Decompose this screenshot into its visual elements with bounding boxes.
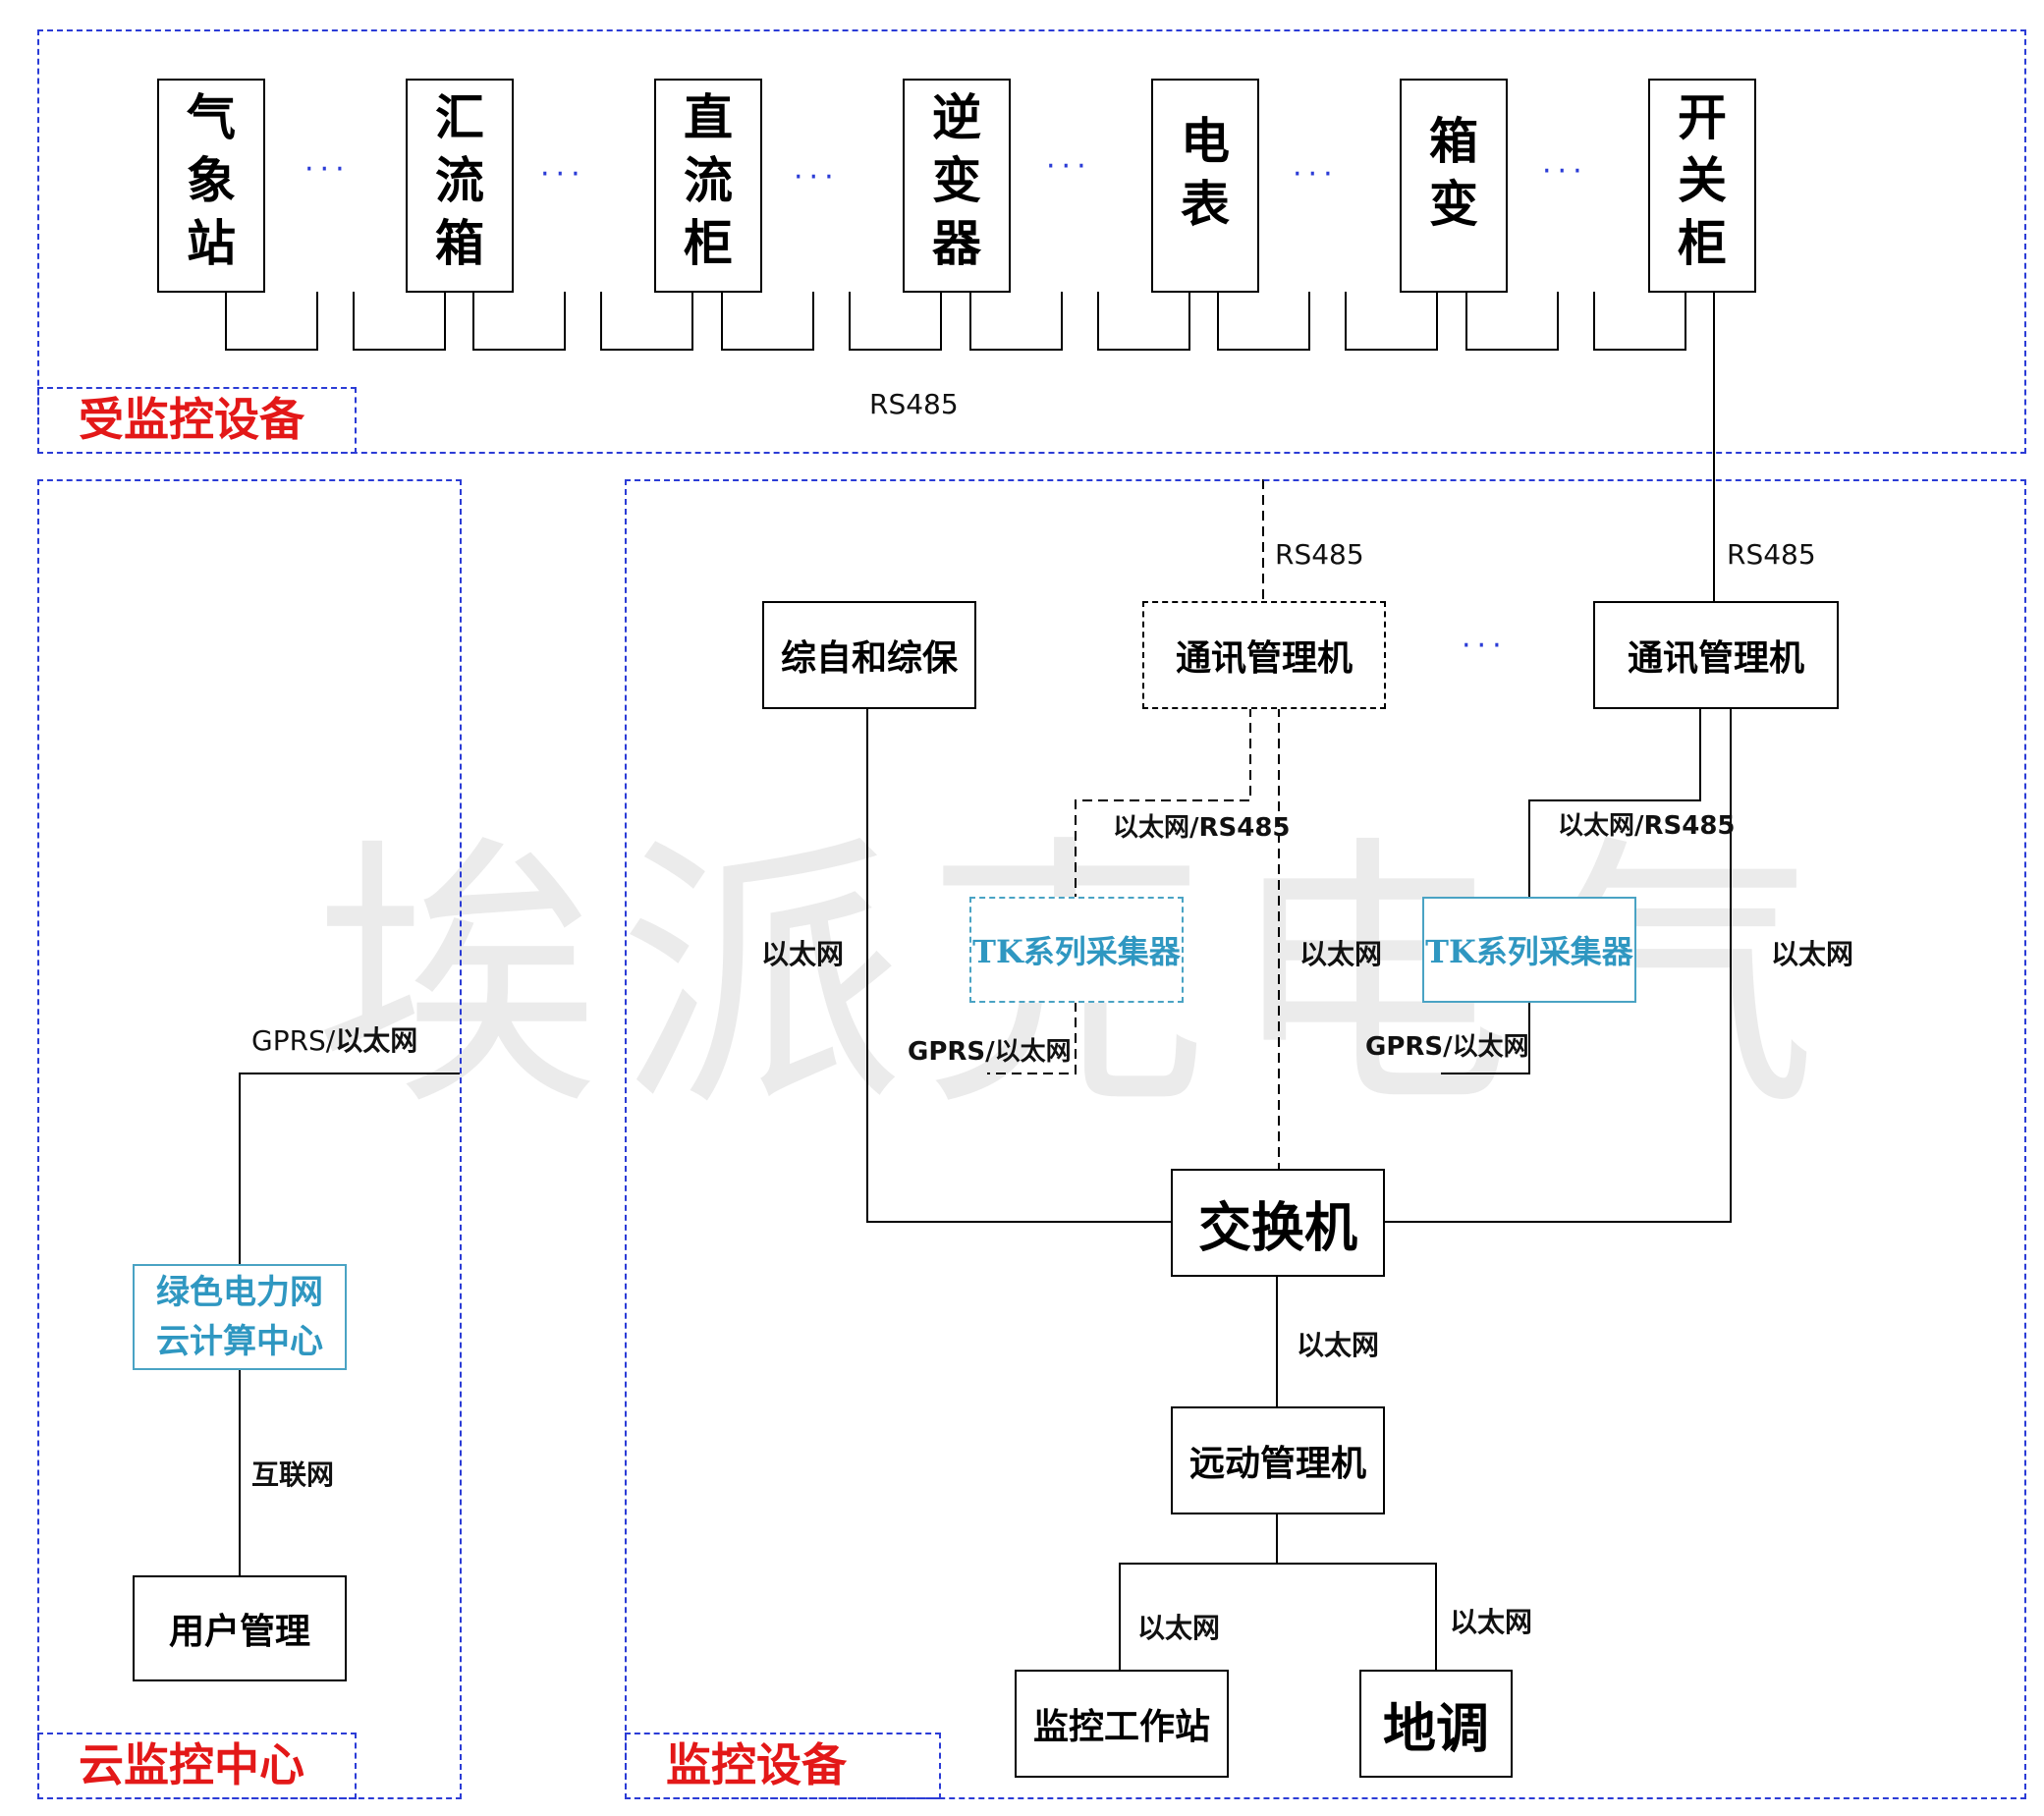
rs485-bus-line (1593, 292, 1686, 351)
ellipsis: ··· (540, 157, 586, 192)
eth-line-comm2 (1383, 707, 1732, 1223)
device-switchgear: 开关柜 (1648, 79, 1756, 293)
ellipsis: ··· (1462, 629, 1508, 663)
rs485-bus-line (353, 292, 446, 351)
eth-label-zongzi: 以太网 (761, 938, 845, 970)
rs485-bus-line (969, 292, 1063, 351)
eth-label-switch-remote: 以太网 (1297, 1329, 1380, 1361)
network-switch: 交换机 (1171, 1169, 1385, 1277)
eth-rs485-label-2: 以太网/RS485 (1558, 811, 1736, 841)
device-box-transformer: 箱变 (1400, 79, 1508, 293)
cloud-uplink-prefix: GPRS/ (251, 1024, 336, 1057)
rs485-bus-line (1345, 292, 1438, 351)
tk-collector-1: TK系列采集器 (969, 897, 1184, 1003)
gprs-line-1 (987, 1002, 1077, 1074)
rs485-bus-label: RS485 (869, 388, 959, 420)
ellipsis: ··· (304, 152, 351, 187)
gprs-eth-label-2: GPRS/以太网 (1365, 1032, 1529, 1062)
rs485-bus-line (1465, 292, 1559, 351)
rs485-bus-line (600, 292, 693, 351)
cloud-uplink-label: GPRS/以太网 (251, 1019, 417, 1059)
eth-line-remote-split (1119, 1513, 1278, 1670)
eth-label-comm1: 以太网 (1299, 938, 1383, 970)
cloud-uplink-line (239, 1073, 460, 1264)
rs485-bus-line (472, 292, 566, 351)
ellipsis: ··· (1293, 157, 1339, 192)
cloud-monitoring-label: 云监控中心 (37, 1733, 357, 1799)
rs485-bus-line (225, 292, 318, 351)
device-inverter: 逆变器 (903, 79, 1011, 293)
monitoring-equipment-region (625, 479, 2026, 1799)
cloud-computing-center: 绿色电力网 云计算中心 (133, 1264, 347, 1370)
rs485-bus-line (721, 292, 814, 351)
rs485-bus-line (1217, 292, 1310, 351)
eth-label-comm2: 以太网 (1771, 938, 1854, 970)
cloud-uplink-suffix: 以太网 (335, 1024, 418, 1057)
device-combiner-box: 汇流箱 (406, 79, 514, 293)
eth-rs485-label-1: 以太网/RS485 (1113, 813, 1291, 843)
eth-label-dispatch: 以太网 (1450, 1606, 1533, 1638)
eth-rs485-line-2 (1528, 707, 1701, 897)
device-dc-cabinet: 直流柜 (654, 79, 762, 293)
rs485-label-1: RS485 (1275, 538, 1364, 571)
ellipsis: ··· (1046, 149, 1092, 184)
monitoring-equipment-label: 监控设备 (625, 1733, 941, 1799)
rs485-bus-line (849, 292, 942, 351)
eth-rs485-line-1 (1075, 707, 1251, 897)
device-meter: 电表 (1151, 79, 1259, 293)
internet-label: 互联网 (251, 1458, 335, 1491)
gprs-line-2 (1441, 1002, 1530, 1074)
ellipsis: ··· (1542, 154, 1588, 189)
device-weather-station: 气象站 (157, 79, 265, 293)
tk-collector-2: TK系列采集器 (1422, 897, 1636, 1003)
monitored-devices-region (37, 29, 2026, 454)
eth-line-zongzi (866, 707, 1171, 1223)
gprs-eth-label-1: GPRS/以太网 (908, 1037, 1072, 1067)
remote-manager: 远动管理机 (1171, 1406, 1385, 1514)
user-management: 用户管理 (133, 1575, 347, 1681)
monitored-devices-label: 受监控设备 (37, 387, 357, 454)
rs485-bus-line (1097, 292, 1190, 351)
comm-manager-2: 通讯管理机 (1593, 601, 1839, 709)
dispatch-center: 地调 (1359, 1670, 1513, 1778)
monitoring-workstation: 监控工作站 (1015, 1670, 1229, 1778)
eth-line-remote-dispatch (1277, 1563, 1437, 1670)
rs485-label-2: RS485 (1727, 538, 1816, 571)
comm-manager-1: 通讯管理机 (1142, 601, 1386, 709)
integrated-automation-box: 综自和综保 (762, 601, 976, 709)
ellipsis: ··· (794, 160, 840, 194)
eth-label-workstation: 以太网 (1137, 1612, 1221, 1644)
